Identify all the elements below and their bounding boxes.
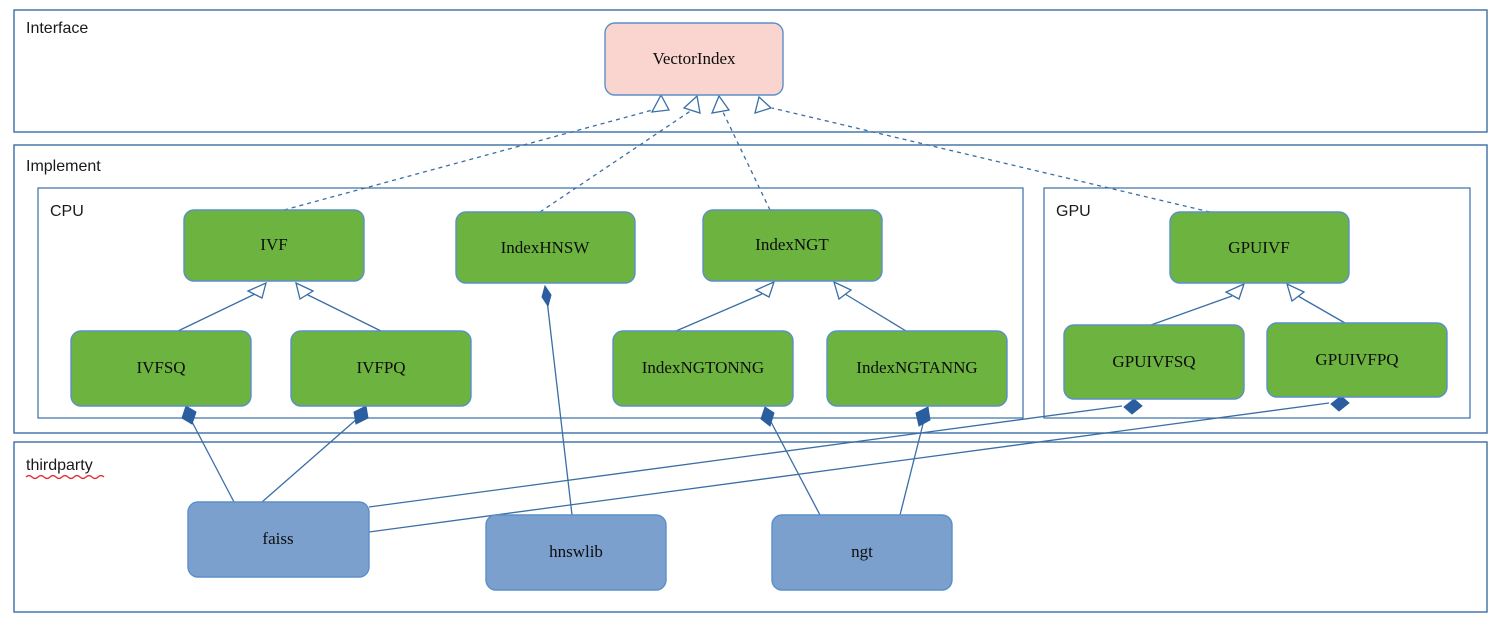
node-indexngtanng-label: IndexNGTANNG — [856, 358, 977, 377]
edge-gpuivf-to-vectorindex — [754, 95, 1211, 213]
node-ngt-label: ngt — [851, 542, 873, 561]
hollow-triangle-icon — [754, 95, 773, 114]
edge-gpuivfpq-to-gpuivf — [1285, 282, 1346, 324]
hollow-triangle-icon — [754, 280, 776, 298]
node-gpuivfpq-label: GPUIVFPQ — [1315, 350, 1398, 369]
node-ivf-box[interactable] — [183, 209, 365, 282]
node-ngt[interactable]: ngt — [771, 514, 953, 591]
edge-ngt-to-indexngtonng — [760, 406, 821, 516]
node-gpuivfsq-box[interactable] — [1063, 324, 1245, 400]
node-faiss-label: faiss — [262, 529, 293, 548]
node-gpuivfsq-label: GPUIVFSQ — [1112, 352, 1195, 371]
node-gpuivf[interactable]: GPUIVF — [1169, 211, 1350, 284]
node-indexngt-label: IndexNGT — [755, 235, 829, 254]
node-indexhnsw[interactable]: IndexHNSW — [455, 211, 636, 284]
node-indexngtonng-box[interactable] — [612, 330, 794, 407]
node-indexhnsw-box[interactable] — [455, 211, 636, 284]
edge-ngt-to-indexngtanng — [899, 406, 931, 516]
package-cpu-label: CPU — [50, 203, 84, 220]
node-ivf-label: IVF — [260, 235, 287, 254]
filled-diamond-icon — [1123, 398, 1143, 415]
node-vectorindex[interactable]: VectorIndex — [604, 22, 784, 96]
edge-indexngtonng-to-indexngt — [675, 280, 776, 332]
node-ivfsq-box[interactable] — [70, 330, 252, 407]
node-ivfpq-box[interactable] — [290, 330, 472, 407]
edge-faiss-to-ivfsq — [181, 405, 235, 503]
node-indexngtonng-label: IndexNGTONNG — [642, 358, 764, 377]
filled-diamond-icon — [353, 405, 369, 425]
edge-faiss-to-ivfpq — [261, 405, 369, 503]
edge-faiss-to-gpuivfpq — [368, 395, 1350, 533]
node-hnswlib[interactable]: hnswlib — [485, 514, 667, 591]
node-vectorindex-label: VectorIndex — [652, 49, 736, 68]
hollow-triangle-icon — [682, 94, 701, 114]
node-gpuivfsq[interactable]: GPUIVFSQ — [1063, 324, 1245, 400]
package-implement-label: Implement — [26, 158, 101, 175]
hollow-triangle-icon — [1285, 282, 1306, 303]
edge-ivfsq-to-ivf — [177, 281, 267, 332]
edge-ivfpq-to-ivf — [295, 281, 382, 332]
node-ivfpq[interactable]: IVFPQ — [290, 330, 472, 407]
hollow-triangle-icon — [710, 94, 731, 114]
node-indexngt-box[interactable] — [702, 209, 883, 282]
hollow-triangle-icon — [650, 93, 671, 113]
node-faiss[interactable]: faiss — [187, 501, 370, 578]
hollow-triangle-icon — [832, 280, 853, 301]
node-indexngtonng[interactable]: IndexNGTONNG — [612, 330, 794, 407]
filled-diamond-icon — [760, 406, 775, 427]
package-gpu-label: GPU — [1056, 203, 1091, 220]
filled-diamond-icon — [915, 406, 931, 427]
node-hnswlib-label: hnswlib — [549, 542, 603, 561]
node-hnswlib-box[interactable] — [485, 514, 667, 591]
edge-indexngtanng-to-indexngt — [832, 280, 907, 332]
node-vectorindex-box[interactable] — [604, 22, 784, 96]
edge-hnswlib-to-indexhnsw — [541, 284, 573, 516]
node-gpuivfpq[interactable]: GPUIVFPQ — [1266, 322, 1448, 398]
node-ivfsq-label: IVFSQ — [136, 358, 185, 377]
node-gpuivf-label: GPUIVF — [1228, 238, 1289, 257]
edge-indexngt-to-vectorindex — [710, 94, 771, 211]
node-ivf[interactable]: IVF — [183, 209, 365, 282]
edge-gpuivfsq-to-gpuivf — [1150, 282, 1246, 326]
node-faiss-box[interactable] — [187, 501, 370, 578]
node-gpuivfpq-box[interactable] — [1266, 322, 1448, 398]
node-ivfpq-label: IVFPQ — [356, 358, 405, 377]
spellcheck-underline-icon — [25, 474, 105, 480]
hollow-triangle-icon — [295, 281, 315, 301]
filled-diamond-icon — [1330, 395, 1350, 412]
filled-diamond-icon — [181, 405, 197, 425]
package-interface-label: Interface — [26, 20, 88, 37]
node-ngt-box[interactable] — [771, 514, 953, 591]
hollow-triangle-icon — [1224, 282, 1246, 300]
node-indexngt[interactable]: IndexNGT — [702, 209, 883, 282]
node-indexhnsw-label: IndexHNSW — [501, 238, 591, 257]
hollow-triangle-icon — [246, 281, 267, 299]
node-indexngtanng[interactable]: IndexNGTANNG — [826, 330, 1008, 407]
filled-diamond-icon — [541, 284, 552, 308]
node-ivfsq[interactable]: IVFSQ — [70, 330, 252, 407]
node-indexngtanng-box[interactable] — [826, 330, 1008, 407]
node-gpuivf-box[interactable] — [1169, 211, 1350, 284]
edge-ivf-to-vectorindex — [283, 93, 671, 211]
package-thirdparty-label: thirdparty — [26, 457, 93, 474]
edge-faiss-to-gpuivfsq — [368, 398, 1143, 508]
edge-indexhnsw-to-vectorindex — [539, 94, 701, 213]
